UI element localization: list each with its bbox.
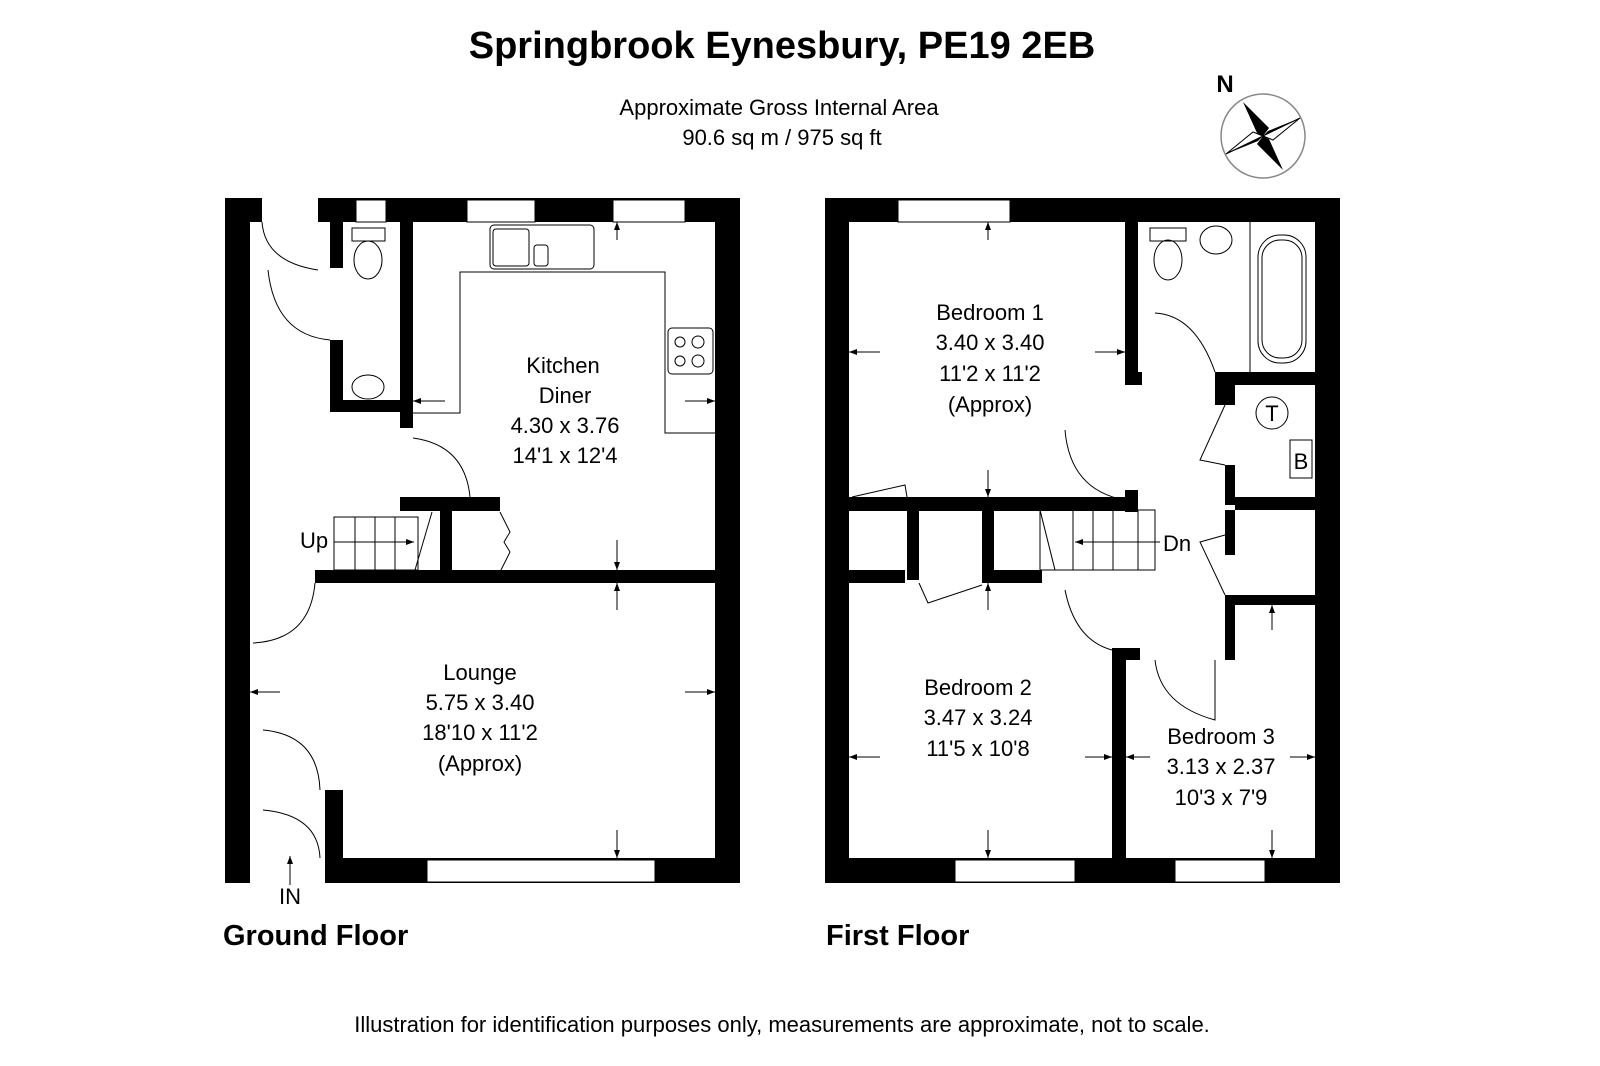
bedroom1-note: (Approx) bbox=[948, 392, 1032, 417]
area-value: 90.6 sq m / 975 sq ft bbox=[682, 125, 881, 150]
bedroom1-imperial: 11'2 x 11'2 bbox=[939, 361, 1041, 386]
first-floor-plan bbox=[825, 198, 1340, 883]
kitchen-metric: 4.30 x 3.76 bbox=[511, 413, 620, 438]
compass-north-label: N bbox=[1216, 71, 1233, 98]
ground-floor-label: Ground Floor bbox=[223, 920, 408, 952]
lounge-imperial: 18'10 x 11'2 bbox=[422, 720, 538, 745]
kitchen-name-line2: Diner bbox=[539, 383, 592, 408]
entrance-label: IN bbox=[279, 884, 301, 909]
disclaimer: Illustration for identification purposes… bbox=[354, 1012, 1210, 1037]
area-label: Approximate Gross Internal Area bbox=[619, 95, 939, 120]
kitchen-name: Kitchen bbox=[526, 353, 599, 378]
stairs-up-label: Up bbox=[300, 528, 328, 553]
bedroom3-imperial: 10'3 x 7'9 bbox=[1175, 785, 1268, 810]
page-title: Springbrook Eynesbury, PE19 2EB bbox=[469, 25, 1095, 67]
ground-floor-plan bbox=[225, 198, 740, 885]
bedroom1-metric: 3.40 x 3.40 bbox=[936, 330, 1045, 355]
bedroom1-name: Bedroom 1 bbox=[936, 300, 1044, 325]
first-floor-label: First Floor bbox=[826, 920, 969, 952]
tank-label: T bbox=[1265, 401, 1278, 426]
bedroom3-name: Bedroom 3 bbox=[1167, 724, 1275, 749]
stairs-down-label: Dn bbox=[1163, 531, 1191, 556]
compass-icon: N bbox=[1216, 71, 1306, 179]
lounge-metric: 5.75 x 3.40 bbox=[426, 690, 535, 715]
kitchen-imperial: 14'1 x 12'4 bbox=[512, 443, 617, 468]
lounge-name: Lounge bbox=[443, 660, 516, 685]
bedroom2-name: Bedroom 2 bbox=[924, 675, 1032, 700]
bedroom3-metric: 3.13 x 2.37 bbox=[1167, 754, 1276, 779]
bedroom2-metric: 3.47 x 3.24 bbox=[924, 705, 1033, 730]
boiler-label: B bbox=[1294, 449, 1309, 474]
bedroom2-imperial: 11'5 x 10'8 bbox=[926, 736, 1029, 761]
lounge-note: (Approx) bbox=[438, 751, 522, 776]
